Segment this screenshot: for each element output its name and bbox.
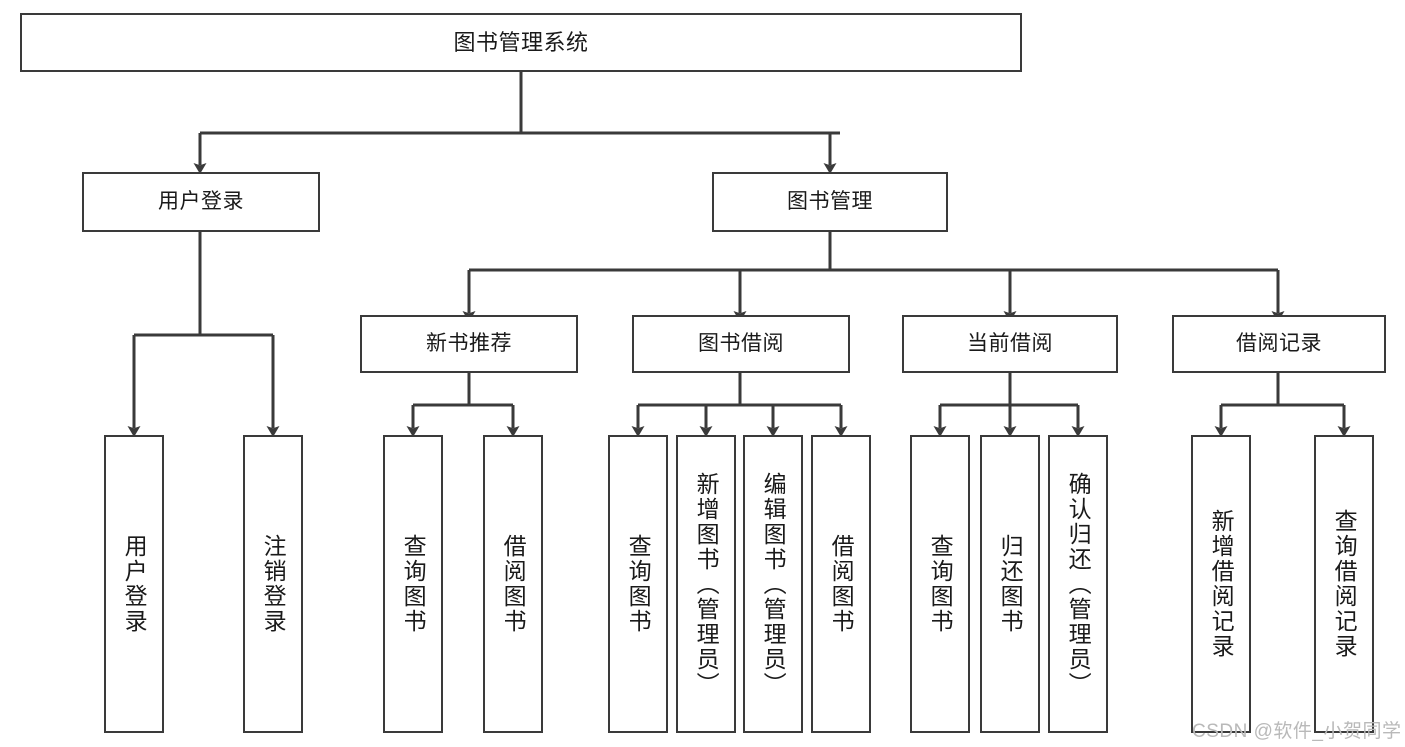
node-current-borrow-label: 当前借阅 bbox=[967, 331, 1053, 355]
leaf-user-login[interactable]: 用户登录 bbox=[104, 435, 164, 733]
leaf-query-book-1-label: 查询图书 bbox=[400, 534, 427, 634]
leaf-borrow-book-1[interactable]: 借阅图书 bbox=[483, 435, 543, 733]
node-borrow-record-label: 借阅记录 bbox=[1236, 331, 1322, 355]
leaf-edit-book-label: 编辑图书（管理员） bbox=[760, 471, 787, 697]
leaf-confirm-return[interactable]: 确认归还（管理员） bbox=[1048, 435, 1108, 733]
node-book-management-label: 图书管理 bbox=[787, 189, 873, 213]
leaf-add-record[interactable]: 新增借阅记录 bbox=[1191, 435, 1251, 733]
leaf-add-book[interactable]: 新增图书（管理员） bbox=[676, 435, 736, 733]
leaf-query-book-3-label: 查询图书 bbox=[927, 534, 954, 634]
node-root[interactable]: 图书管理系统 bbox=[20, 13, 1022, 72]
node-borrow-record[interactable]: 借阅记录 bbox=[1172, 315, 1386, 373]
leaf-borrow-book-1-label: 借阅图书 bbox=[500, 534, 527, 634]
node-root-label: 图书管理系统 bbox=[453, 29, 589, 55]
node-new-book-recommend[interactable]: 新书推荐 bbox=[360, 315, 578, 373]
leaf-user-logout-label: 注销登录 bbox=[260, 534, 287, 634]
leaf-query-record[interactable]: 查询借阅记录 bbox=[1314, 435, 1374, 733]
node-book-management[interactable]: 图书管理 bbox=[712, 172, 948, 232]
node-current-borrow[interactable]: 当前借阅 bbox=[902, 315, 1118, 373]
leaf-query-book-2-label: 查询图书 bbox=[625, 534, 652, 634]
leaf-confirm-return-label: 确认归还（管理员） bbox=[1065, 471, 1092, 697]
leaf-query-record-label: 查询借阅记录 bbox=[1331, 509, 1358, 659]
leaf-borrow-book-2[interactable]: 借阅图书 bbox=[811, 435, 871, 733]
node-book-borrow[interactable]: 图书借阅 bbox=[632, 315, 850, 373]
leaf-query-book-1[interactable]: 查询图书 bbox=[383, 435, 443, 733]
leaf-edit-book[interactable]: 编辑图书（管理员） bbox=[743, 435, 803, 733]
leaf-query-book-2[interactable]: 查询图书 bbox=[608, 435, 668, 733]
leaf-return-book-label: 归还图书 bbox=[997, 534, 1024, 634]
leaf-borrow-book-2-label: 借阅图书 bbox=[828, 534, 855, 634]
node-book-borrow-label: 图书借阅 bbox=[698, 331, 784, 355]
leaf-return-book[interactable]: 归还图书 bbox=[980, 435, 1040, 733]
csdn-watermark: CSDN @软件_小贺同学 bbox=[1192, 721, 1402, 742]
node-new-book-recommend-label: 新书推荐 bbox=[426, 331, 512, 355]
leaf-add-book-label: 新增图书（管理员） bbox=[693, 471, 720, 697]
leaf-user-login-label: 用户登录 bbox=[121, 534, 148, 634]
leaf-query-book-3[interactable]: 查询图书 bbox=[910, 435, 970, 733]
leaf-user-logout[interactable]: 注销登录 bbox=[243, 435, 303, 733]
leaf-add-record-label: 新增借阅记录 bbox=[1208, 509, 1235, 659]
node-user-login-label: 用户登录 bbox=[158, 189, 244, 213]
node-user-login[interactable]: 用户登录 bbox=[82, 172, 320, 232]
